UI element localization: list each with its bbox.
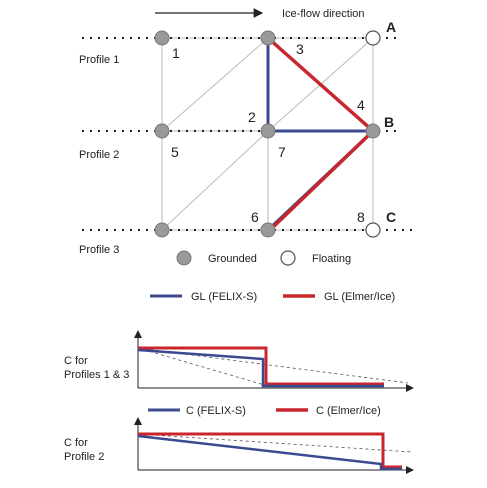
legend-floating-symbol xyxy=(280,250,296,266)
legend-gl-elmer-label: GL (Elmer/Ice) xyxy=(324,291,395,303)
node-grounded xyxy=(154,222,170,238)
profile-label-1: Profile 1 xyxy=(79,54,119,66)
corner-letter-c: C xyxy=(386,209,396,225)
node-grounded xyxy=(154,123,170,139)
profile-lines xyxy=(82,37,412,231)
plot-top-label-1: C for xyxy=(64,355,88,367)
profile-label-2: Profile 2 xyxy=(79,149,119,161)
node-number: 2 xyxy=(248,109,256,125)
gl-elmer-line xyxy=(266,36,376,232)
legend-grounded-symbol xyxy=(176,250,192,266)
node-grounded xyxy=(260,123,276,139)
gl-felix-line xyxy=(266,38,377,232)
plot-top-c-elmer xyxy=(138,346,384,386)
corner-letter-b: B xyxy=(384,114,394,130)
flow-direction-label: Ice-flow direction xyxy=(282,8,365,20)
node-number: 5 xyxy=(171,144,179,160)
node-number: 8 xyxy=(357,209,365,225)
node-number: 4 xyxy=(357,97,365,113)
plot-bottom-label-2: Profile 2 xyxy=(64,451,104,463)
legend-grounded-label: Grounded xyxy=(208,253,257,265)
node-number: 7 xyxy=(278,144,286,160)
node-number: 3 xyxy=(296,41,304,57)
node-grounded xyxy=(260,222,276,238)
node-floating xyxy=(365,222,381,238)
plot-bottom-label-1: C for xyxy=(64,437,88,449)
plot-bottom-c-felix xyxy=(137,434,402,471)
node-grounded xyxy=(365,123,381,139)
legend-c-elmer-label: C (Elmer/Ice) xyxy=(316,405,381,417)
node-grounded xyxy=(260,30,276,46)
plot-top-c-felix xyxy=(137,348,384,388)
profile-label-3: Profile 3 xyxy=(79,244,119,256)
plot-top-ref-line xyxy=(137,347,269,387)
legend-gl-felix-label: GL (FELIX-S) xyxy=(191,291,257,303)
floating-nodes xyxy=(365,30,381,238)
legend-c-felix-label: C (FELIX-S) xyxy=(186,405,246,417)
plot-bottom-ref-line xyxy=(137,433,413,453)
plot-top: C for Profiles 1 & 3 xyxy=(64,330,414,392)
plot-bottom-c-elmer xyxy=(138,432,402,469)
corner-letter-a: A xyxy=(386,19,396,35)
node-number: 6 xyxy=(251,209,259,225)
node-grounded xyxy=(154,30,170,46)
legend-floating-label: Floating xyxy=(312,253,351,265)
grounded-nodes xyxy=(154,30,381,238)
node-number: 1 xyxy=(172,45,180,61)
plot-top-label-2: Profiles 1 & 3 xyxy=(64,369,129,381)
plot-bottom: C for Profile 2 xyxy=(64,417,414,474)
node-floating xyxy=(365,30,381,46)
